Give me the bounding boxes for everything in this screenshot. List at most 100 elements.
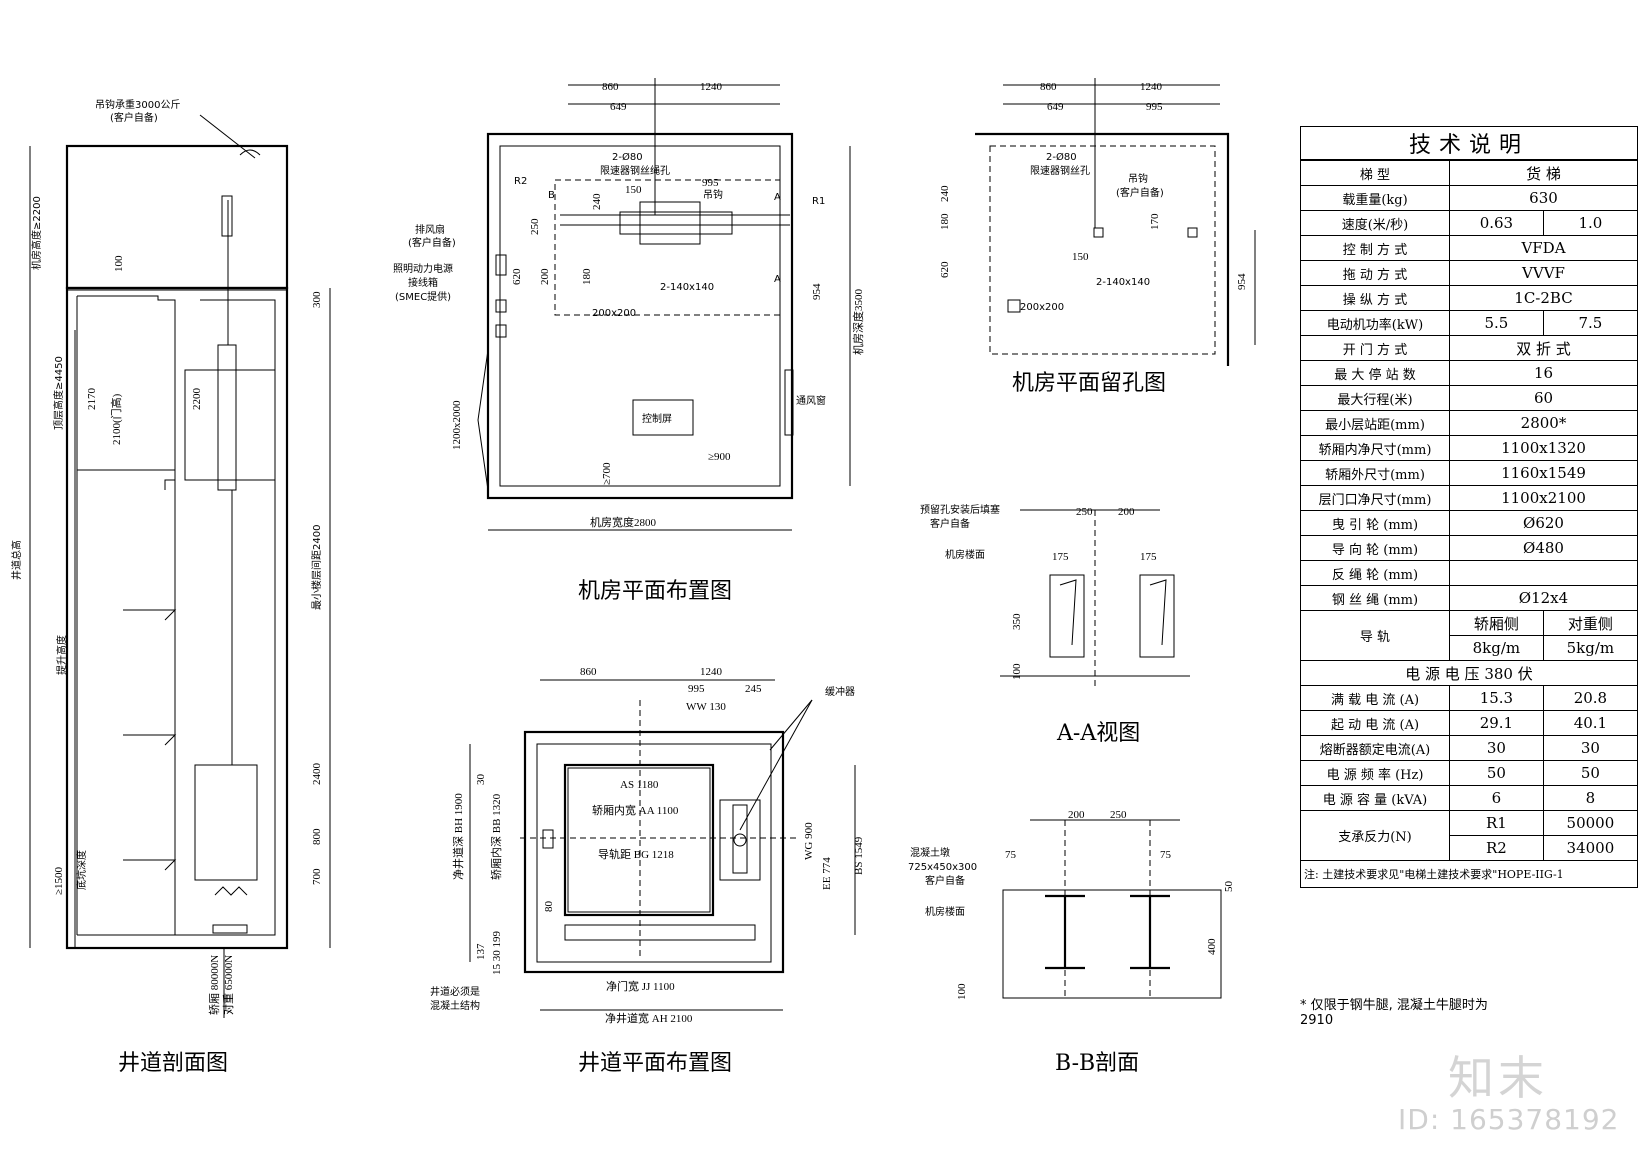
spec-v10: 2800*: [1449, 410, 1638, 436]
aa-d175a: 175: [1052, 551, 1069, 563]
spec-k14: 曳 引 轮 (mm): [1300, 510, 1450, 536]
aa-note1: 预留孔安装后填塞: [920, 503, 1000, 516]
top-height-label: 顶层高度≥4450: [52, 356, 65, 430]
spec-k12: 轿厢外尺寸(mm): [1300, 460, 1450, 486]
spec2-k0: 满 载 电 流 (A): [1300, 685, 1450, 711]
controller-box: [632, 399, 694, 436]
spec-k17: 钢 丝 绳 (mm): [1300, 585, 1450, 611]
plan-d860: 860: [580, 666, 597, 678]
shaft-inner: [77, 295, 276, 936]
spec2-v3b: 50: [1542, 760, 1639, 786]
mr-inner-wall: [499, 145, 781, 487]
plan-jj: 净门宽 JJ 1100: [606, 979, 675, 993]
spec-v1: 630: [1449, 185, 1638, 211]
spec-reaction: 支承反力(N): [1300, 810, 1450, 861]
spec-k4: 拖 动 方 式: [1300, 260, 1450, 286]
spec-k1: 载重量(kg): [1300, 185, 1450, 211]
plan-ee: EE 774: [821, 857, 833, 890]
spec-v2b: 1.0: [1542, 210, 1639, 236]
power-box-2: [495, 324, 507, 338]
spec-k7: 开 门 方 式: [1300, 335, 1450, 361]
plan-inner: [536, 743, 772, 963]
plan-bh: 净井道深 BH 1900: [451, 793, 465, 880]
landing-1: [77, 469, 176, 490]
spec-v13: 1100x2100: [1449, 485, 1638, 511]
mr-d1200: 1200x2000: [451, 400, 463, 450]
spec2-v2a: 30: [1449, 735, 1544, 761]
spec2-k1: 起 动 电 流 (A): [1300, 710, 1450, 736]
dim-800: 800: [311, 828, 323, 845]
plan-d1240: 1240: [700, 666, 723, 678]
plan-d137: 137: [475, 943, 487, 960]
spec-k9: 最大行程(米): [1300, 385, 1450, 411]
spec2-k4: 电 源 容 量 (kVA): [1300, 785, 1450, 811]
aa-d350: 350: [1011, 613, 1023, 630]
spec2-v2b: 30: [1542, 735, 1639, 761]
counterweight: [194, 764, 258, 881]
spec-rail-car: 轿厢侧: [1449, 610, 1544, 636]
spec-v6b: 7.5: [1542, 310, 1639, 336]
holes-d150: 150: [1072, 251, 1089, 263]
mr-speed-gov: 限速器钢丝绳孔: [600, 164, 670, 177]
spec-v6a: 5.5: [1449, 310, 1544, 336]
spec-v8: 16: [1449, 360, 1638, 386]
mr-d240: 240: [591, 193, 603, 210]
travel-total-label: 井道总高: [10, 540, 23, 580]
plan-buffer: [733, 833, 747, 847]
mr-vent: 通风窗: [796, 394, 826, 407]
landing-3: [123, 734, 177, 746]
bb-floor: 机房楼面: [925, 905, 965, 918]
mr-b: B: [548, 190, 555, 201]
bb-beam: 混凝土墩: [910, 846, 950, 859]
aa-hole-left: [1049, 574, 1085, 658]
mr-holes-140: 2-140x140: [660, 282, 714, 293]
mr-d860: 860: [602, 81, 619, 93]
mr-d2800: 机房宽度2800: [590, 515, 656, 529]
holes-d995: 995: [1146, 101, 1163, 113]
hole-140-2: [1187, 227, 1198, 238]
footnote-star: *: [1300, 998, 1307, 1013]
car: [184, 369, 276, 481]
spec2-v0b: 20.8: [1542, 685, 1639, 711]
spec2-v4a: 6: [1449, 785, 1544, 811]
holes-2080: 2-Ø80: [1046, 151, 1077, 163]
buffer-leader-1: [739, 699, 813, 831]
pit-depth-label: 底坑深度: [75, 850, 88, 890]
spec-k15: 导 向 轮 (mm): [1300, 535, 1450, 561]
spec2-v0a: 15.3: [1449, 685, 1544, 711]
mr-layout-title: 机房平面布置图: [578, 579, 732, 604]
plan-d199: 15 30 199: [491, 931, 503, 976]
view-aa: [1000, 509, 1190, 690]
spec-k6: 电动机功率(kW): [1300, 310, 1450, 336]
plan-aa: 轿厢内宽 AA 1100: [592, 803, 679, 817]
door-swing: [477, 349, 489, 491]
plan-bs: BS 1549: [853, 836, 865, 875]
floor-height-label: 提升高度: [55, 635, 68, 675]
section-bb-title: B-B剖面: [1055, 1051, 1139, 1076]
plan-as: AS 1180: [620, 779, 659, 791]
buffer-leader-2: [769, 699, 813, 751]
mr-d200: 200: [539, 268, 551, 285]
plan-wg: WG 900: [803, 822, 815, 860]
mr-d649: 649: [610, 101, 627, 113]
mr-controller: 控制屏: [642, 412, 672, 425]
spec2-v4b: 8: [1542, 785, 1639, 811]
bb-d200: 200: [1068, 809, 1085, 821]
bb-d50: 50: [1223, 881, 1235, 893]
machine-body: [619, 211, 733, 235]
plan-d30: 30: [475, 774, 487, 786]
spec-v17: Ø12x4: [1449, 585, 1638, 611]
mr-hole-2080: 2-Ø80: [612, 151, 643, 163]
plan-wall: 井道必须是: [430, 985, 480, 998]
spec-k3: 控 制 方 式: [1300, 235, 1450, 261]
buffer-base: [212, 924, 248, 934]
dim-700: 700: [311, 868, 323, 885]
aa-note2: 客户自备: [930, 517, 970, 530]
mr-height-label: 机房高度≥2200: [30, 196, 43, 270]
mr-fan-sub: (客户自备): [408, 236, 456, 249]
aa-d100: 100: [1011, 663, 1023, 680]
spec-v3: VFDA: [1449, 235, 1638, 261]
holes-d170: 170: [1149, 213, 1161, 230]
